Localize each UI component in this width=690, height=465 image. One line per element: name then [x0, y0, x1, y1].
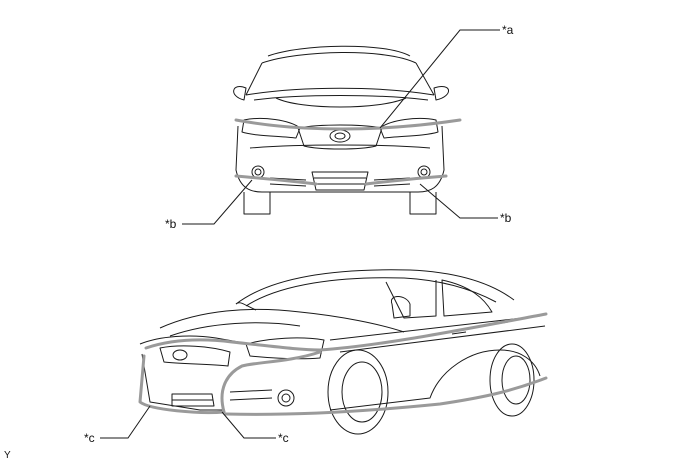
- callout-a: *a: [502, 23, 514, 37]
- leader-line-c-right: [221, 411, 276, 439]
- callout-c-right: *c: [278, 431, 289, 445]
- leader-line-c-left: [100, 405, 151, 439]
- car-perspective-view: [139, 269, 546, 435]
- callout-b-right: *b: [500, 211, 512, 225]
- callout-b-left: *b: [165, 217, 177, 231]
- leader-lines: [100, 29, 500, 439]
- callout-c-left: *c: [84, 431, 95, 445]
- leader-line-a: [379, 29, 500, 129]
- leader-line-b-left: [182, 179, 253, 225]
- corner-label: Y: [4, 450, 11, 461]
- front-highlight-bands: [234, 118, 462, 186]
- perspective-highlight-bands: [138, 312, 548, 416]
- leader-line-b-right: [419, 183, 498, 219]
